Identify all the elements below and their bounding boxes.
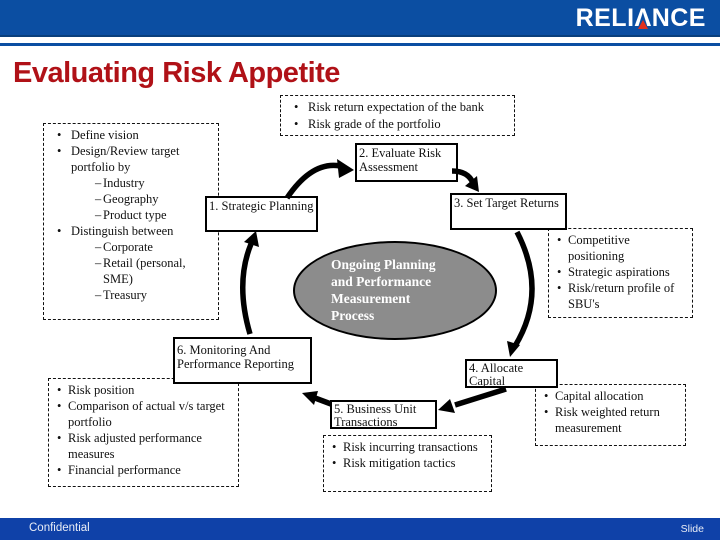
note-item: Comparison of actual v/s target portfoli… — [49, 398, 234, 430]
note-subitem: Geography — [44, 191, 214, 207]
note-item: Define vision — [44, 127, 214, 143]
cycle-box-set-target-returns: 3. Set Target Returns — [450, 193, 567, 230]
note-box-allocate-capital: Capital allocation Risk weighted return … — [535, 384, 686, 446]
note-box-vision: Define vision Design/Review target portf… — [43, 123, 219, 320]
note-item: Risk/return profile of SBU's — [549, 280, 688, 312]
logo-text-pre: RELI — [575, 4, 635, 32]
page-title: Evaluating Risk Appetite — [13, 57, 340, 89]
arrowhead-2-to-3 — [465, 176, 479, 192]
note-item: Risk adjusted performance measures — [49, 430, 234, 462]
arrowhead-4-to-5 — [438, 399, 455, 413]
arrow-3-to-4 — [512, 230, 535, 348]
note-item: Competitive positioning — [549, 232, 688, 264]
note-list: Define vision Design/Review target portf… — [44, 124, 218, 303]
note-list: Competitive positioning Strategic aspira… — [549, 229, 692, 312]
note-item: Risk mitigation tactics — [324, 455, 487, 471]
note-box-monitoring: Risk position Comparison of actual v/s t… — [48, 378, 239, 487]
note-subitem: Corporate — [44, 239, 214, 255]
arrowhead-1-to-2 — [337, 159, 354, 178]
note-subitem: Industry — [44, 175, 214, 191]
arrow-4-to-5 — [454, 386, 507, 408]
arrowhead-5-to-6 — [302, 391, 318, 405]
note-item: Risk return expectation of the bank — [281, 99, 510, 116]
note-list: Risk position Comparison of actual v/s t… — [49, 379, 238, 478]
footer-slide-label: Slide — [680, 523, 704, 535]
arrow-1-to-2 — [284, 162, 341, 200]
logo-triangle-icon — [638, 20, 649, 29]
note-box-risk-expectation: Risk return expectation of the bank Risk… — [280, 95, 515, 136]
note-item: Distinguish between — [44, 223, 214, 239]
note-item: Capital allocation — [536, 388, 681, 404]
cycle-box-strategic-planning: 1. Strategic Planning — [205, 196, 318, 232]
note-item: Financial performance — [49, 462, 234, 478]
arrow-5-to-6 — [314, 395, 332, 407]
note-item: Strategic aspirations — [549, 264, 688, 280]
process-ellipse-label: Ongoing Planning and Performance Measure… — [331, 257, 436, 323]
logo-letter-a: Λ — [634, 4, 652, 32]
footer-bar: Confidential Slide — [0, 518, 720, 540]
note-item: Risk incurring transactions — [324, 439, 487, 455]
note-list: Capital allocation Risk weighted return … — [536, 385, 685, 436]
header-rule — [0, 43, 720, 46]
cycle-box-evaluate-risk: 2. Evaluate Risk Assessment — [355, 143, 458, 182]
note-box-set-targets: Competitive positioning Strategic aspira… — [548, 228, 693, 318]
note-subitem: Product type — [44, 207, 214, 223]
note-box-transactions: Risk incurring transactions Risk mitigat… — [323, 435, 492, 492]
note-subitem: Retail (personal, SME) — [44, 255, 214, 287]
cycle-box-monitoring: 6. Monitoring And Performance Reporting — [173, 337, 312, 384]
cycle-box-allocate-capital: 4. Allocate Capital — [465, 359, 558, 388]
note-item: Risk weighted return measurement — [536, 404, 681, 436]
arrow-6-to-1 — [240, 242, 254, 335]
note-item: Risk position — [49, 382, 234, 398]
footer-confidential-label: Confidential — [29, 522, 90, 534]
logo-text-post: NCE — [651, 4, 706, 32]
note-list: Risk incurring transactions Risk mitigat… — [324, 436, 491, 471]
note-list: Risk return expectation of the bank Risk… — [281, 96, 514, 133]
process-ellipse: Ongoing Planning and Performance Measure… — [293, 241, 497, 340]
note-subitem: Treasury — [44, 287, 214, 303]
arrowhead-3-to-4 — [507, 341, 520, 357]
cycle-box-business-unit: 5. Business Unit Transactions — [330, 400, 437, 429]
note-item: Risk grade of the portfolio — [281, 116, 510, 133]
note-item: Design/Review target portfolio by — [44, 143, 214, 175]
arrowhead-6-to-1 — [244, 231, 259, 247]
